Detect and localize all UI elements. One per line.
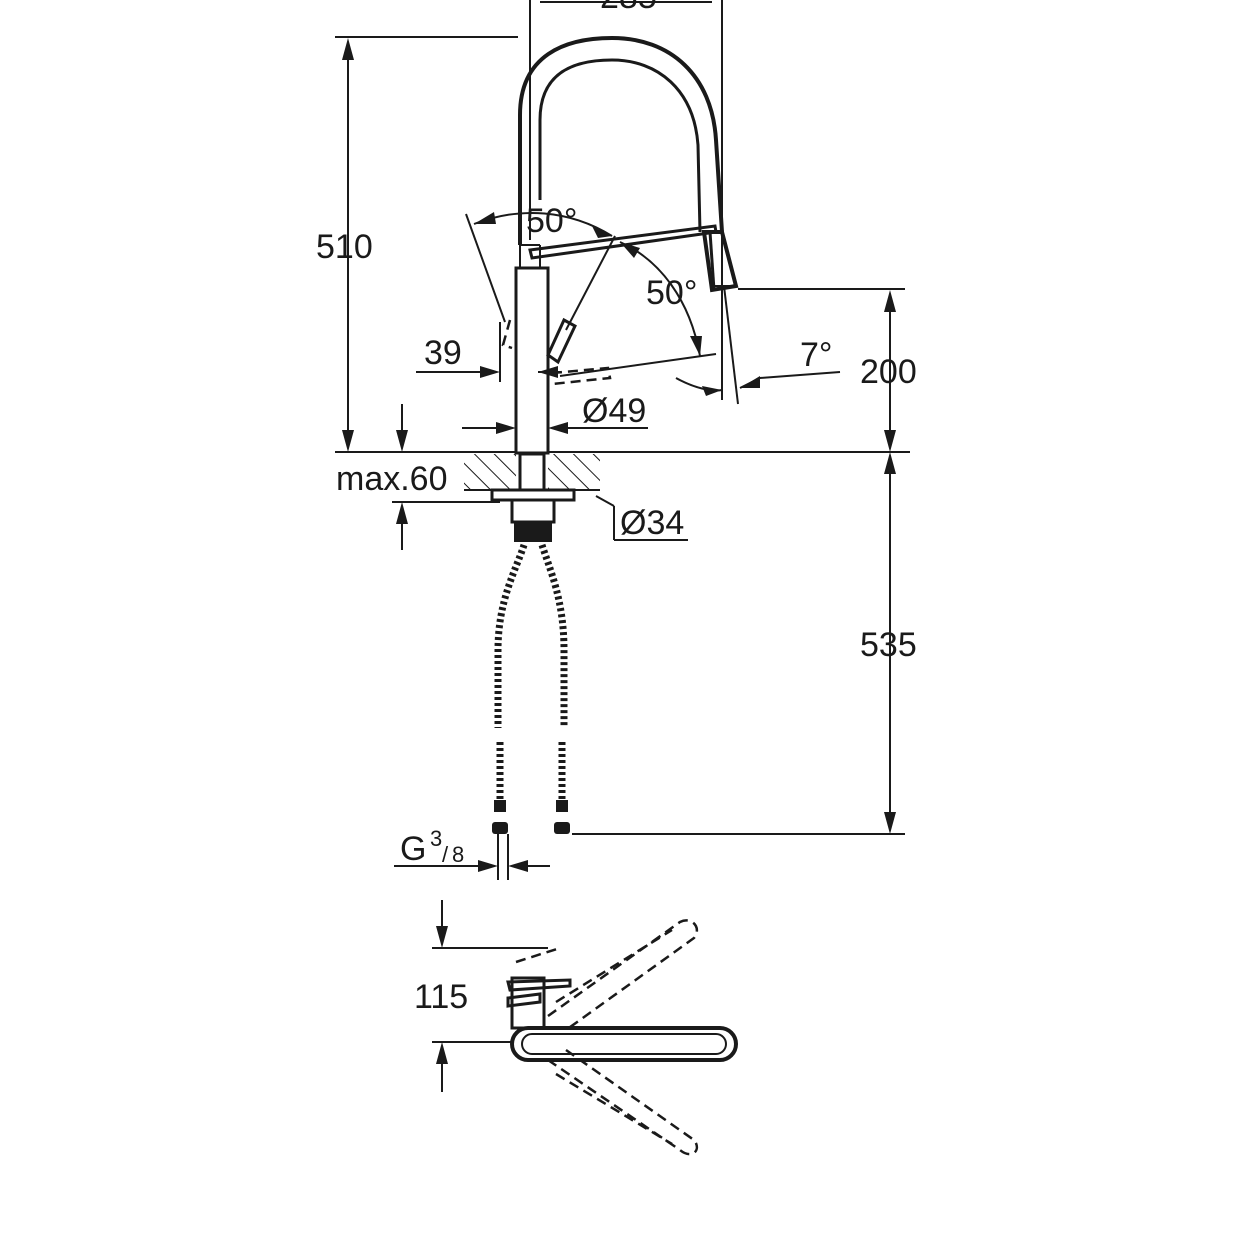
dim-swivel-lower: 50° xyxy=(559,241,717,377)
dim-counter-thickness-label: max.60 xyxy=(336,460,448,498)
svg-text:/: / xyxy=(442,842,449,867)
dim-counter-thickness: max.60 xyxy=(336,404,500,550)
dim-body-diameter: Ø49 xyxy=(462,392,648,434)
supply-hoses xyxy=(492,543,570,880)
dim-spout-clearance-label: 200 xyxy=(860,353,917,391)
dim-swivel-lower-label: 50° xyxy=(646,274,697,312)
mounting-section xyxy=(464,452,600,542)
dim-top-view-depth-label: 115 xyxy=(414,978,468,1016)
dim-lever-offset-label: 39 xyxy=(424,334,462,372)
dim-top-view-depth: 115 xyxy=(414,900,548,1092)
dim-connection-prefix: G xyxy=(400,830,426,868)
faucet-spout xyxy=(518,35,739,293)
dim-spout-tilt: 7° xyxy=(675,285,841,405)
dim-swivel-upper: 50° xyxy=(465,202,616,331)
dim-connection-thread: G 3 / 8 xyxy=(394,826,550,872)
dim-spout-tilt-label: 7° xyxy=(800,336,833,374)
dim-top-width: 285 xyxy=(529,0,723,400)
dim-body-diameter-label: Ø49 xyxy=(582,392,646,430)
dim-top-width-label: 285 xyxy=(600,0,657,16)
dim-total-height-label: 510 xyxy=(316,228,373,266)
dim-swivel-upper-label: 50° xyxy=(526,202,577,240)
top-view xyxy=(506,919,738,1156)
dim-hose-length: 535 xyxy=(572,452,917,835)
dim-connection-denominator: 8 xyxy=(452,842,464,867)
dim-connection-numerator: 3 xyxy=(430,826,442,851)
dim-lever-offset: 39 xyxy=(416,322,560,382)
dim-mount-diameter: Ø34 xyxy=(595,495,688,542)
dim-hose-length-label: 535 xyxy=(860,626,917,664)
dim-spout-clearance: 200 xyxy=(738,288,917,452)
dim-mount-diameter-label: Ø34 xyxy=(620,504,684,542)
dim-total-height: 510 xyxy=(316,36,518,452)
